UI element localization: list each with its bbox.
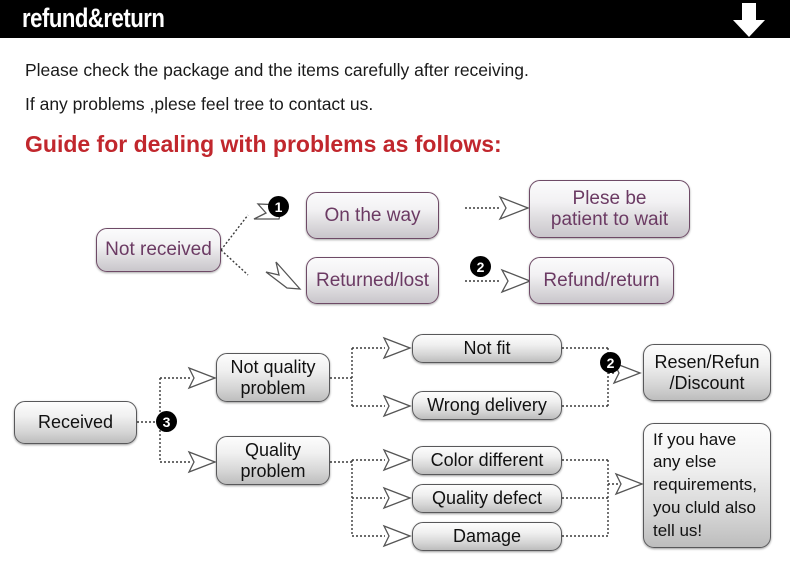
header-bar: refund&return <box>0 0 790 38</box>
box-refund-return[interactable]: Refund/return <box>529 257 674 304</box>
badge-1: 1 <box>268 196 289 217</box>
box-returned-lost[interactable]: Returned/lost <box>306 257 439 304</box>
box-additional-requirements-note[interactable]: If you have any else requirements, you c… <box>643 423 771 548</box>
box-on-the-way[interactable]: On the way <box>306 192 439 239</box>
box-quality-problem[interactable]: Quality problem <box>216 436 330 485</box>
guide-heading: Guide for dealing with problems as follo… <box>25 131 502 157</box>
intro-line-1: Please check the package and the items c… <box>25 60 529 80</box>
box-plese-be-patient[interactable]: Plese be patient to wait <box>529 180 690 238</box>
box-wrong-delivery[interactable]: Wrong delivery <box>412 391 562 420</box>
badge-3: 3 <box>156 411 177 432</box>
box-received[interactable]: Received <box>14 401 137 444</box>
intro-line-2: If any problems ,plese feel tree to cont… <box>25 94 374 114</box>
arrow-down-icon <box>733 3 765 37</box>
box-color-different[interactable]: Color different <box>412 446 562 475</box>
badge-2-chart2: 2 <box>600 352 621 373</box>
box-damage[interactable]: Damage <box>412 522 562 551</box>
box-not-received[interactable]: Not received <box>96 228 221 272</box>
box-resend-refund-discount[interactable]: Resen/Refun /Discount <box>643 344 771 401</box>
box-quality-defect[interactable]: Quality defect <box>412 484 562 513</box>
badge-2-chart1: 2 <box>470 256 491 277</box>
page-title: refund&return <box>22 3 165 33</box>
box-not-fit[interactable]: Not fit <box>412 334 562 363</box>
box-not-quality-problem[interactable]: Not quality problem <box>216 353 330 402</box>
